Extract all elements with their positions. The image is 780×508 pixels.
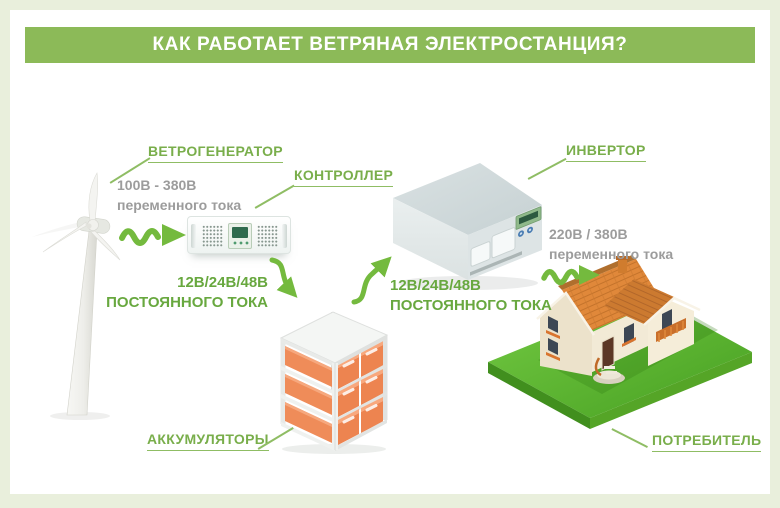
page-title: КАК РАБОТАЕТ ВЕТРЯНАЯ ЭЛЕКТРОСТАНЦИЯ?	[152, 34, 628, 55]
content-panel	[10, 10, 770, 494]
annotation-controller-output: 12В/24В/48В ПОСТОЯННОГО ТОКА	[106, 273, 268, 313]
annotation-line: 100В - 380В	[117, 177, 197, 193]
annotation-line: ПОСТОЯННОГО ТОКА	[106, 294, 268, 311]
controller-vent-grille	[257, 225, 278, 247]
curved-arrow-controller-to-batteries	[269, 257, 298, 298]
label-controller: КОНТРОЛЛЕР	[294, 167, 394, 187]
consumer-house-illustration	[488, 255, 752, 429]
annotation-turbine-output: 100В - 380В переменного тока	[117, 175, 241, 215]
controller-body	[187, 216, 291, 254]
annotation-line: 12В/24В/48В	[390, 277, 481, 294]
annotation-battery-output: 12В/24В/48В ПОСТОЯННОГО ТОКА	[390, 276, 552, 316]
label-consumer: ПОТРЕБИТЕЛЬ	[652, 432, 762, 452]
controller-lcd-display	[228, 223, 252, 249]
wavy-arrow-inverter-to-house	[541, 265, 600, 286]
inverter-illustration	[393, 163, 542, 290]
battery-rack-illustration	[279, 311, 389, 454]
controller-left-handle	[191, 224, 196, 248]
curved-arrow-batteries-to-inverter	[351, 256, 392, 305]
label-inverter: ИНВЕРТОР	[566, 142, 646, 162]
annotation-inverter-output: 220В / 380В переменного тока	[549, 224, 673, 264]
controller-vent-grille	[202, 225, 223, 247]
annotation-line: переменного тока	[549, 246, 674, 262]
wavy-arrow-turbine-to-controller	[119, 224, 186, 246]
label-batteries: АККУМУЛЯТОРЫ	[147, 431, 269, 451]
controller-buttons	[232, 241, 249, 245]
annotation-line: переменного тока	[117, 197, 242, 213]
annotation-line: 12В/24В/48В	[177, 274, 268, 291]
controller-right-handle	[282, 224, 287, 248]
header-bar: КАК РАБОТАЕТ ВЕТРЯНАЯ ЭЛЕКТРОСТАНЦИЯ?	[25, 27, 755, 63]
annotation-line: 220В / 380В	[549, 226, 628, 242]
label-wind-generator: ВЕТРОГЕНЕРАТОР	[148, 143, 283, 163]
wind-turbine-illustration	[32, 172, 121, 420]
charge-controller-illustration	[187, 214, 291, 260]
annotation-line: ПОСТОЯННОГО ТОКА	[390, 297, 552, 314]
controller-lcd-screen	[232, 227, 248, 238]
